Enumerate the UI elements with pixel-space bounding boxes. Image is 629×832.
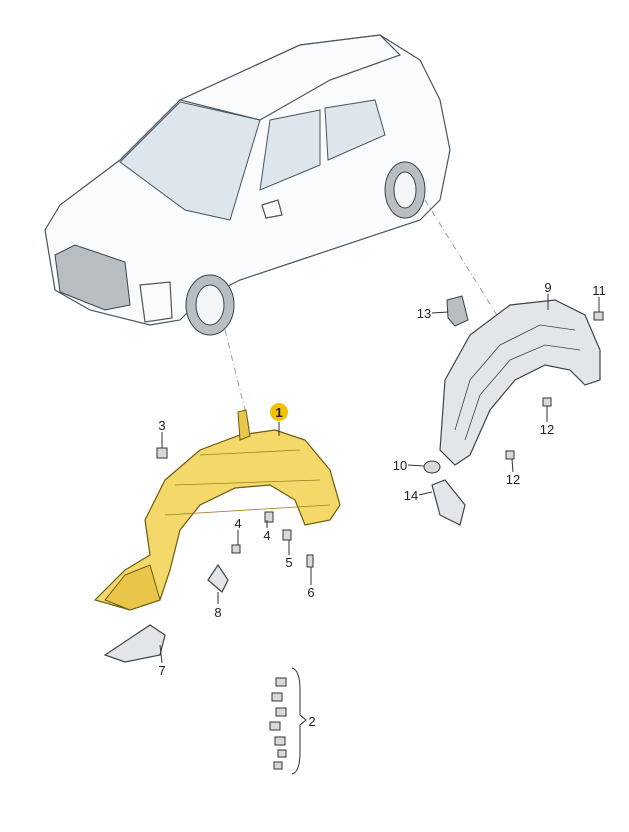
- leader-line-rear: [424, 199, 501, 321]
- callout-5[interactable]: 5: [285, 555, 292, 570]
- callout-1[interactable]: 1: [275, 405, 282, 420]
- callout-4b[interactable]: 4: [263, 528, 270, 543]
- part-2-fastener-set: [269, 667, 307, 775]
- callout-13[interactable]: 13: [417, 306, 431, 321]
- callout-7[interactable]: 7: [158, 663, 165, 678]
- rear-wheel-liner: [439, 299, 601, 466]
- part-10-nut: [423, 460, 441, 474]
- callout-12b[interactable]: 12: [506, 472, 520, 487]
- front-wheel-liner: [93, 409, 341, 611]
- callout-14[interactable]: 14: [404, 488, 418, 503]
- leader-line-front: [224, 329, 251, 431]
- callout-1-badge: [270, 403, 288, 421]
- part-14-bracket: [431, 479, 466, 526]
- callout-8[interactable]: 8: [214, 605, 221, 620]
- callout-10[interactable]: 10: [393, 458, 407, 473]
- part-7-cover: [103, 624, 166, 663]
- callout-9[interactable]: 9: [544, 280, 551, 295]
- callout-2[interactable]: 2: [308, 714, 315, 729]
- part-13-retainer: [446, 295, 469, 327]
- callout-4a[interactable]: 4: [234, 516, 241, 531]
- callout-lines: [159, 294, 600, 664]
- part-8-bracket: [207, 563, 229, 593]
- callout-12a[interactable]: 12: [540, 422, 554, 437]
- callout-11[interactable]: 11: [592, 283, 606, 298]
- callout-3[interactable]: 3: [158, 418, 165, 433]
- screws: [156, 311, 604, 568]
- vehicle-illustration: [44, 34, 451, 336]
- callout-6[interactable]: 6: [307, 585, 314, 600]
